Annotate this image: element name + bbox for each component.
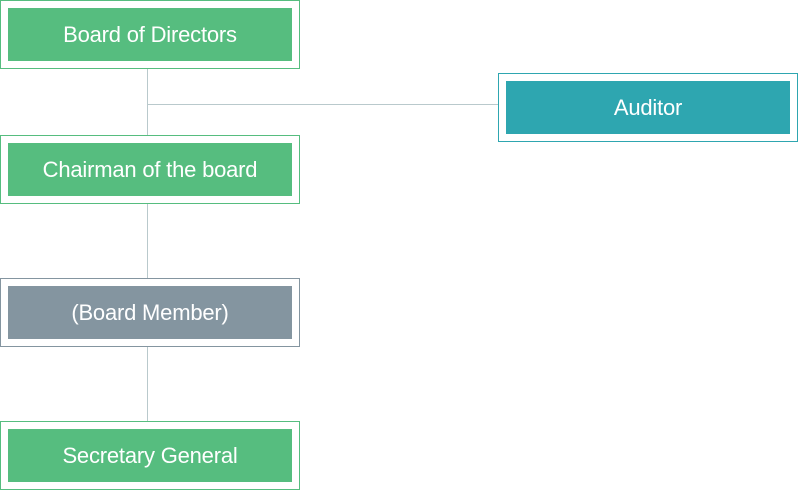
node-chairman: Chairman of the board (0, 135, 300, 204)
node-board-of-directors: Board of Directors (0, 0, 300, 69)
node-label-board-member: (Board Member) (8, 286, 292, 339)
node-label-board-of-directors: Board of Directors (8, 8, 292, 61)
connector-to-auditor (147, 104, 499, 105)
connector-member-to-secretary (147, 346, 148, 421)
node-secretary-general: Secretary General (0, 421, 300, 490)
node-label-chairman: Chairman of the board (8, 143, 292, 196)
node-label-auditor: Auditor (506, 81, 790, 134)
node-board-member: (Board Member) (0, 278, 300, 347)
connector-chairman-to-member (147, 203, 148, 278)
node-auditor: Auditor (498, 73, 798, 142)
connector-directors-to-chairman (147, 68, 148, 135)
node-label-secretary-general: Secretary General (8, 429, 292, 482)
